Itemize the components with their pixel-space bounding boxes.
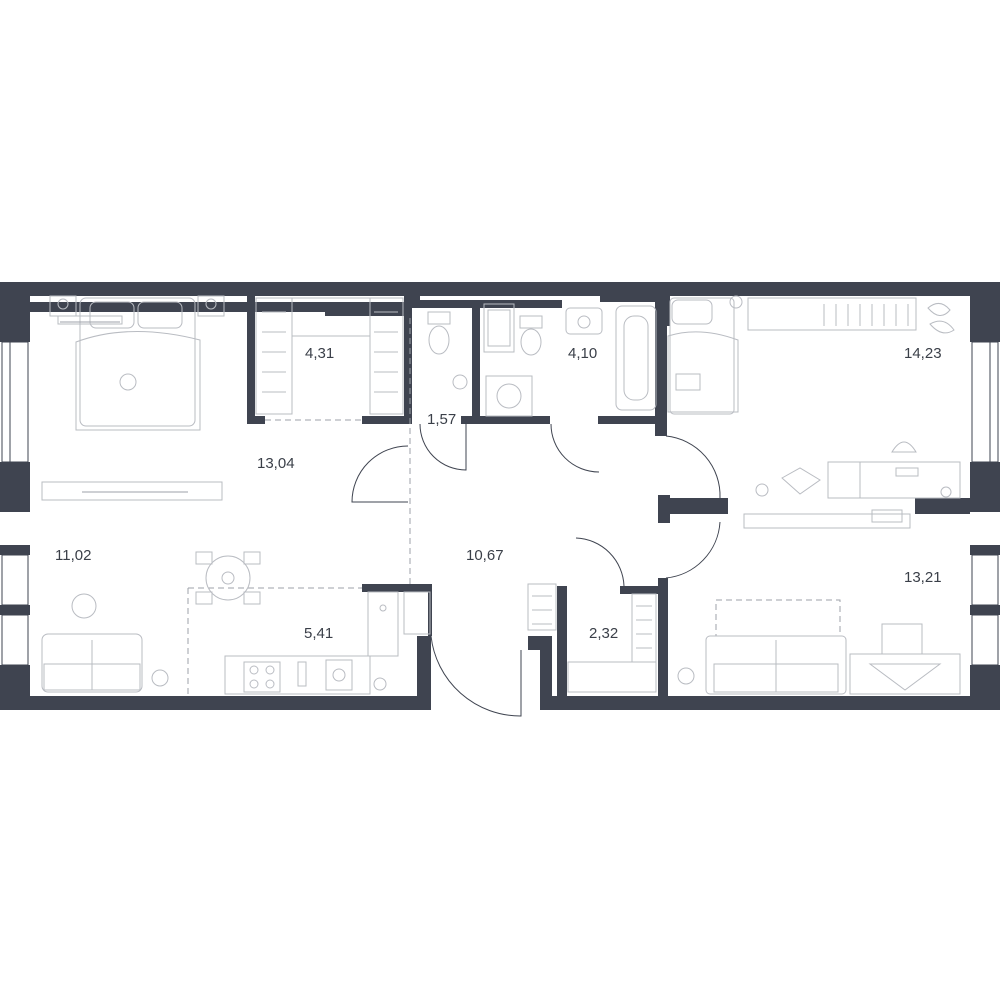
bathroom-fixtures xyxy=(483,303,657,417)
tv-stand xyxy=(41,481,223,501)
room-area-bathroom: 4,10 xyxy=(568,345,597,362)
tv-wall xyxy=(57,315,169,687)
plant-icon xyxy=(927,303,955,334)
room-area-hall: 10,67 xyxy=(466,547,504,564)
single-bed xyxy=(667,297,739,415)
closet-shelves xyxy=(527,583,657,693)
sofa xyxy=(41,633,143,693)
interior-walls xyxy=(30,292,970,696)
desk-right-bottom xyxy=(677,509,961,695)
room-area-bedroom-right-bottom: 13,21 xyxy=(904,569,942,586)
room-area-bedroom-left: 13,04 xyxy=(257,455,295,472)
room-area-living-room: 11,02 xyxy=(55,547,91,564)
room-area-kitchen: 5,41 xyxy=(304,625,333,642)
zone-lines xyxy=(187,318,841,694)
doors xyxy=(351,423,721,717)
exterior-walls xyxy=(0,282,1000,710)
kitchen-counter xyxy=(224,591,431,695)
room-area-closet: 2,32 xyxy=(589,625,618,642)
windows xyxy=(1,341,999,666)
dining-table xyxy=(195,551,261,605)
desk-right-top xyxy=(755,441,961,499)
sofa-bed xyxy=(705,635,847,695)
wardrobe-shelves xyxy=(255,297,404,415)
room-area-wardrobe: 4,31 xyxy=(305,345,334,362)
room-area-bedroom-right-top: 14,23 xyxy=(904,345,942,362)
toilet-icon xyxy=(427,311,468,390)
wardrobe-right xyxy=(729,295,917,331)
room-area-toilet: 1,57 xyxy=(427,411,456,428)
double-bed xyxy=(75,297,201,431)
